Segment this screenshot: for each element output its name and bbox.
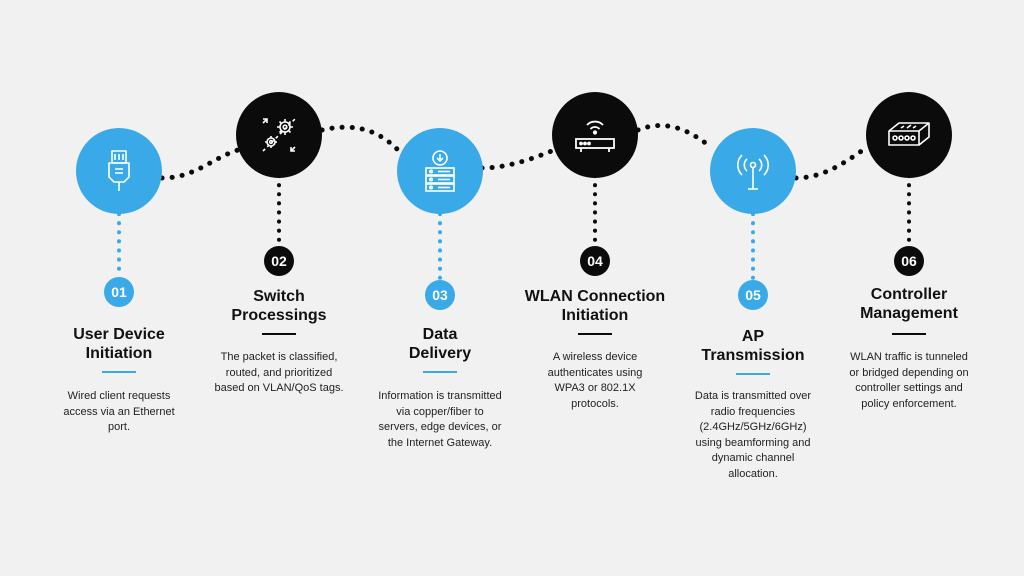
step-01-circle <box>76 128 162 214</box>
step-03-description: Information is transmitted via copper/fi… <box>355 389 525 451</box>
step-02-desc-line: routed, and prioritized <box>225 366 333 379</box>
step-04-title-line1: WLAN Connection <box>524 288 666 305</box>
step-03-circle <box>397 128 483 214</box>
network-gear-icon <box>262 118 296 152</box>
step-01-description: Wired client requests access via an Ethe… <box>34 389 204 436</box>
step-04-description: A wireless device authenticates using WP… <box>510 350 680 412</box>
step-04-desc-line: authenticates using <box>547 366 643 379</box>
step-05-divider <box>736 373 770 375</box>
step-05-desc-line: allocation. <box>728 467 778 480</box>
step-02-divider <box>262 333 296 335</box>
step-04-divider <box>578 333 612 335</box>
step-01-desc-line: Wired client requests <box>67 390 171 402</box>
step-03-divider <box>423 371 457 373</box>
step-06-divider <box>892 333 926 335</box>
step-03-number: 03 <box>425 280 455 310</box>
step-06-desc-line: controller settings and <box>855 382 963 394</box>
step-06-description: WLAN traffic is tunneled or bridged depe… <box>824 350 994 412</box>
step-02-number: 02 <box>264 246 294 276</box>
step-06-title-line1: Controller <box>870 286 948 303</box>
step-03-desc-line: Information is transmitted <box>378 390 502 402</box>
antenna-icon <box>737 154 769 190</box>
step-04-desc-line: WPA3 or 802.1X <box>554 382 636 394</box>
step-01-desc-line: access via an Ethernet <box>63 405 175 418</box>
step-04-title: WLAN Connection Initiation <box>510 287 680 325</box>
step-01-title: User Device Initiation <box>34 325 204 363</box>
step-06-title-line2: Management <box>860 305 958 322</box>
step-03-desc-line: via copper/fiber to <box>396 405 484 418</box>
step-04-desc-line: protocols. <box>571 397 619 410</box>
step-05-title-line1: AP <box>741 328 765 345</box>
step-02-description: The packet is classified, routed, and pr… <box>194 350 364 397</box>
step-05-title: AP Transmission <box>668 327 838 365</box>
step-04-circle <box>552 92 638 178</box>
step-02-title-line1: Switch <box>253 288 305 305</box>
server-icon <box>425 150 455 192</box>
step-01-title-line1: User Device <box>73 326 165 343</box>
step-06-desc-line: WLAN traffic is tunneled <box>850 351 968 363</box>
step-04-title-line2: Initiation <box>561 307 629 324</box>
step-05-description: Data is transmitted over radio frequenci… <box>668 389 838 482</box>
step-06-desc-line: policy enforcement. <box>861 397 957 410</box>
step-03-desc-line: the Internet Gateway. <box>387 436 493 449</box>
step-02-title: Switch Processings <box>194 287 364 325</box>
step-05-circle <box>710 128 796 214</box>
step-04-number: 04 <box>580 246 610 276</box>
step-05-desc-line: dynamic channel <box>711 452 795 464</box>
ethernet-plug-icon <box>108 150 130 191</box>
step-04-desc-line: A wireless device <box>552 351 638 363</box>
step-01-title-line2: Initiation <box>85 345 153 362</box>
step-03-title-line2: Delivery <box>408 345 472 362</box>
step-05-number: 05 <box>738 280 768 310</box>
step-02-desc-line: based on VLAN/QoS tags. <box>214 382 344 394</box>
controller-box-icon <box>888 122 930 146</box>
step-02-desc-line: The packet is classified, <box>220 351 338 363</box>
step-05-desc-line: using beamforming and <box>695 436 811 449</box>
step-03-desc-line: servers, edge devices, or <box>378 421 502 433</box>
dotted-wave-path <box>159 123 869 181</box>
step-06-title: Controller Management <box>824 285 994 323</box>
step-05-desc-line: radio frequencies <box>710 405 796 418</box>
step-01-divider <box>102 371 136 373</box>
step-05-desc-line: (2.4GHz/5GHz/6GHz) <box>699 421 807 433</box>
step-01-desc-line: port. <box>107 421 130 433</box>
wifi-router-icon <box>575 120 615 152</box>
step-06-circle <box>866 92 952 178</box>
step-06-desc-line: or bridged depending on <box>849 366 969 379</box>
step-05-title-line2: Transmission <box>701 347 805 364</box>
step-03-title-line1: Data <box>422 326 458 343</box>
step-01-number: 01 <box>104 277 134 307</box>
step-03-title: Data Delivery <box>355 325 525 363</box>
step-02-circle <box>236 92 322 178</box>
step-05-desc-line: Data is transmitted over <box>694 390 812 402</box>
step-02-title-line2: Processings <box>231 307 327 324</box>
step-06-number: 06 <box>894 246 924 276</box>
